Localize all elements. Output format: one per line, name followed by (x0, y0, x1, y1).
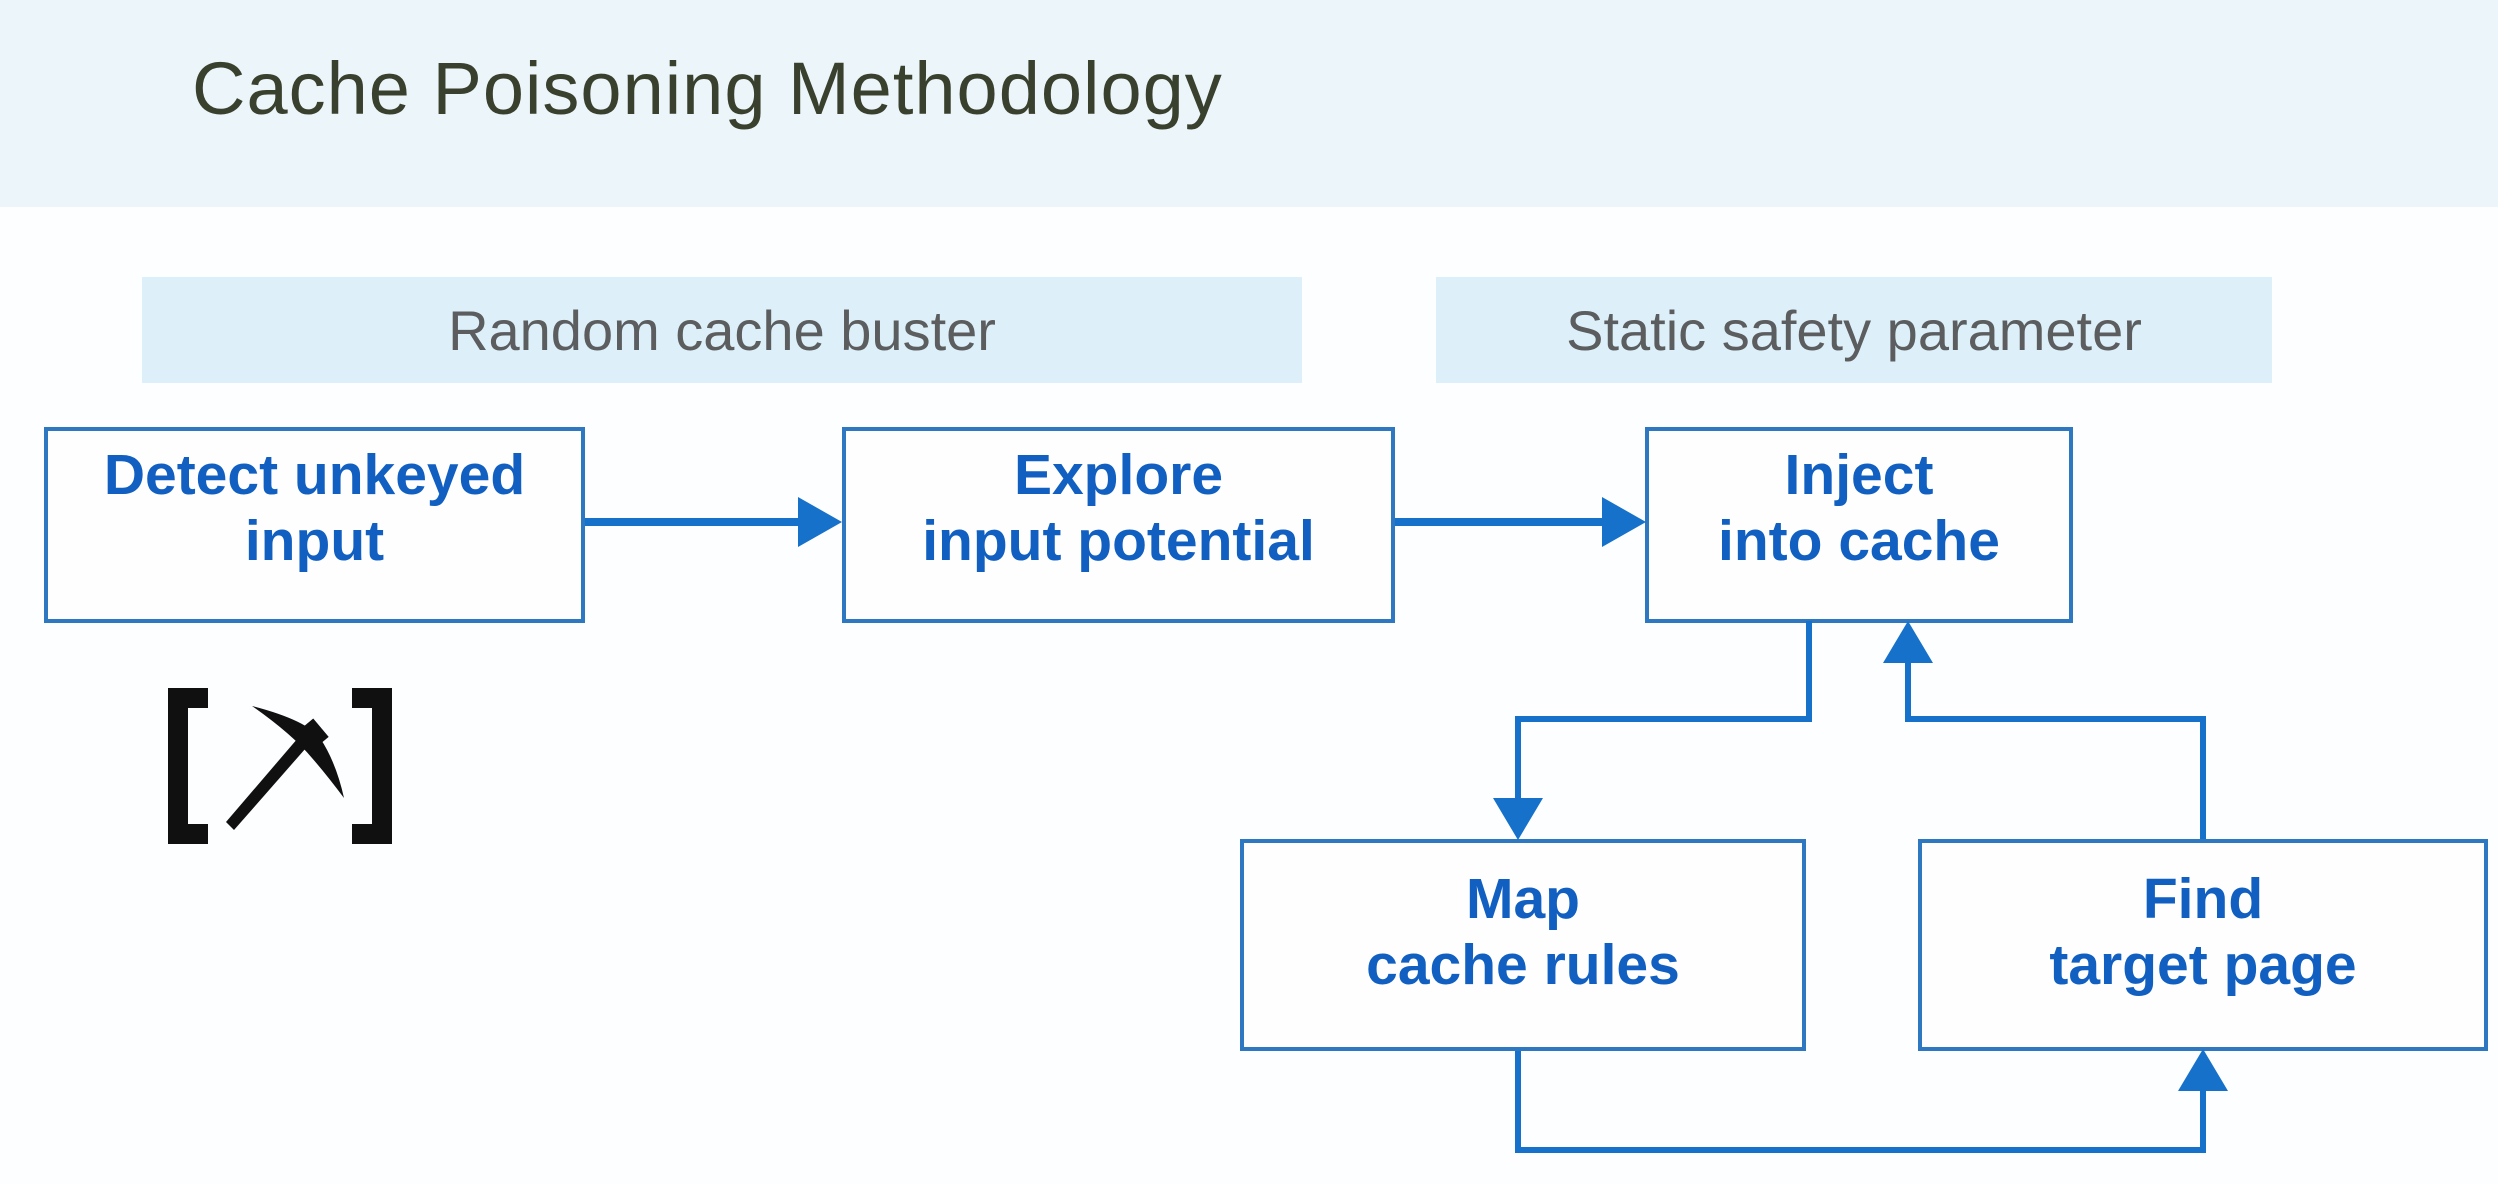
page-title: Cache Poisoning Methodology (192, 47, 1223, 130)
flow-node-detect-unkeyed-input: Detect unkeyed input (44, 427, 585, 623)
left-bracket-glyph (168, 688, 208, 844)
top-band (0, 0, 2498, 207)
param-miner-pickaxe-icon (168, 688, 392, 844)
flow-node-map-cache-rules: Map cache rules (1240, 839, 1806, 1051)
flow-node-find-target-page: Find target page (1918, 839, 2488, 1051)
label-random-cache-buster: Random cache buster (142, 277, 1302, 383)
right-bracket-glyph (352, 688, 392, 844)
flow-node-inject-into-cache: Inject into cache (1645, 427, 2073, 623)
label-static-safety-parameter: Static safety parameter (1436, 277, 2272, 383)
flow-node-explore-input-potential: Explore input potential (842, 427, 1395, 623)
